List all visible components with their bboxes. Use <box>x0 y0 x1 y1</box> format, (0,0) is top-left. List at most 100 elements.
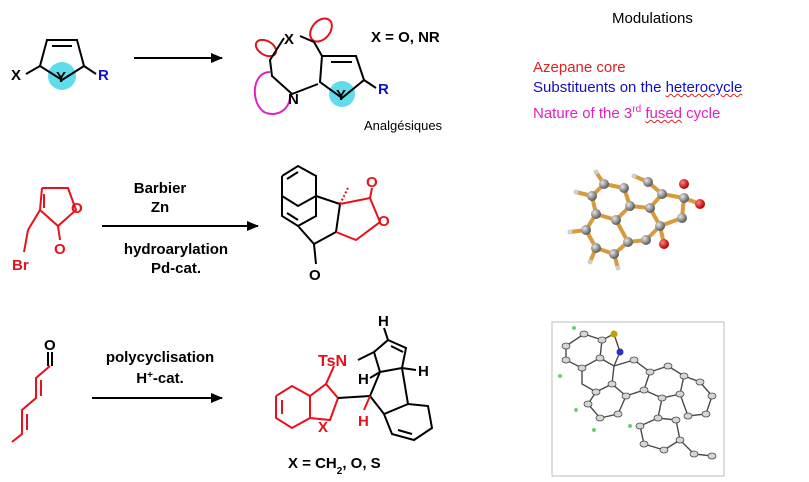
x-label: X <box>284 31 294 48</box>
double-bond <box>390 345 404 353</box>
y-label: Y <box>336 87 346 104</box>
x-definition: X = O, NR <box>371 29 440 46</box>
h-label: H <box>358 371 369 388</box>
hydrogen-atom <box>573 189 579 195</box>
o-ketone-label: O <box>309 267 321 284</box>
atom <box>695 378 705 386</box>
naphthalene-ring-b <box>281 196 317 228</box>
carbon-atom <box>581 225 591 235</box>
furan-ring <box>309 382 340 422</box>
row2-reactant: O O Br <box>12 187 83 274</box>
atom <box>635 422 645 430</box>
tsn-label: TsN <box>318 353 347 370</box>
modulation-azepane-core: Azepane core <box>533 58 626 78</box>
condition-pd-cat: Pd-cat. <box>151 260 201 277</box>
condition-zn: Zn <box>151 199 169 216</box>
x-label: X <box>11 67 21 84</box>
carbon-atom <box>679 193 689 203</box>
hydrogen-atom <box>567 229 573 235</box>
carbon-atom <box>643 177 653 187</box>
atom <box>675 436 685 444</box>
hydrogen-atom <box>587 259 593 265</box>
atom <box>597 336 607 344</box>
naphthalene-ring-a <box>281 164 317 208</box>
atom <box>707 392 717 400</box>
row1-reactant: X Y R <box>11 39 109 90</box>
link-bond <box>337 395 371 399</box>
atom <box>663 362 673 370</box>
carbon-atom <box>609 249 619 259</box>
atom <box>577 364 587 372</box>
condition-hydroarylation: hydroarylation <box>124 241 228 258</box>
condition-barbier: Barbier <box>134 180 187 197</box>
hydrogen-atom <box>615 265 621 271</box>
hydrogen-atom <box>574 408 578 412</box>
image-frame <box>551 321 725 477</box>
atom <box>679 372 689 380</box>
row3-crystal-structure <box>551 321 725 477</box>
modulation-substituents: Substituents on the heterocycle <box>533 78 742 98</box>
x-definition: X = CH2, O, S <box>288 455 381 477</box>
dienal-chain <box>11 365 51 443</box>
h-label: H <box>418 363 429 380</box>
atom <box>645 368 655 376</box>
r-bond <box>83 65 97 75</box>
carbon-atom <box>657 189 667 199</box>
r-bond <box>363 79 377 89</box>
x-bond <box>25 65 41 75</box>
atom <box>639 386 649 394</box>
azepane-bond-ring <box>313 41 323 57</box>
atom <box>639 440 649 448</box>
row2-crystal-structure <box>567 169 705 271</box>
ketone-bond <box>313 243 317 265</box>
condition-polycyclisation: polycyclisation <box>106 349 214 366</box>
row3-reactant: O <box>11 337 56 443</box>
row3-product: TsN H H H H X X = CH2, O, S <box>275 313 434 477</box>
lactone-ring <box>335 196 382 242</box>
azepane-bond-x <box>299 35 315 43</box>
atom <box>707 452 717 460</box>
carbon-atom <box>625 201 635 211</box>
atom <box>561 342 571 350</box>
row1-product: X N Y R X = O, NR <box>253 17 440 115</box>
hydrogen-atom <box>572 326 576 330</box>
n-ch-bond <box>357 351 375 361</box>
modulation-ellipse-left <box>254 38 278 58</box>
hydrogen-atom <box>631 173 637 179</box>
row2-product: O O O <box>281 164 390 284</box>
azepane-bonds <box>268 37 319 96</box>
h-bond <box>369 371 381 379</box>
atom <box>629 356 639 364</box>
br-bond <box>23 229 29 253</box>
modulation-text: Azepane core <box>533 59 626 76</box>
inner-double <box>286 171 299 180</box>
modulations-title: Modulations <box>612 10 693 27</box>
modulation-text: Substituents on the <box>533 79 666 96</box>
atom <box>613 410 623 418</box>
carbon-atom <box>619 183 629 193</box>
hydrogen-atom <box>558 374 562 378</box>
carbon-atom <box>677 213 687 223</box>
atom <box>607 380 617 388</box>
analgesic-note: Analgésiques <box>364 118 443 133</box>
carbon-atom <box>591 209 601 219</box>
methyl-bond <box>339 187 349 205</box>
carbon-atom <box>641 235 651 245</box>
o-aldehyde-label: O <box>44 337 56 354</box>
atom <box>671 416 681 424</box>
atom <box>583 400 593 408</box>
r-label: R <box>98 67 109 84</box>
carbon-atom <box>623 237 633 247</box>
o-lactone-carbonyl-label: O <box>366 174 378 191</box>
atom <box>689 450 699 458</box>
modulation-ellipse-right <box>309 17 333 43</box>
hydrogen-atom <box>592 428 596 432</box>
atom <box>621 392 631 400</box>
o-lactone-ring-label: O <box>378 213 390 230</box>
r-label: R <box>378 81 389 98</box>
h-label: H <box>358 413 369 430</box>
h-bond <box>383 327 389 341</box>
atom <box>701 410 711 418</box>
atom <box>579 330 589 338</box>
